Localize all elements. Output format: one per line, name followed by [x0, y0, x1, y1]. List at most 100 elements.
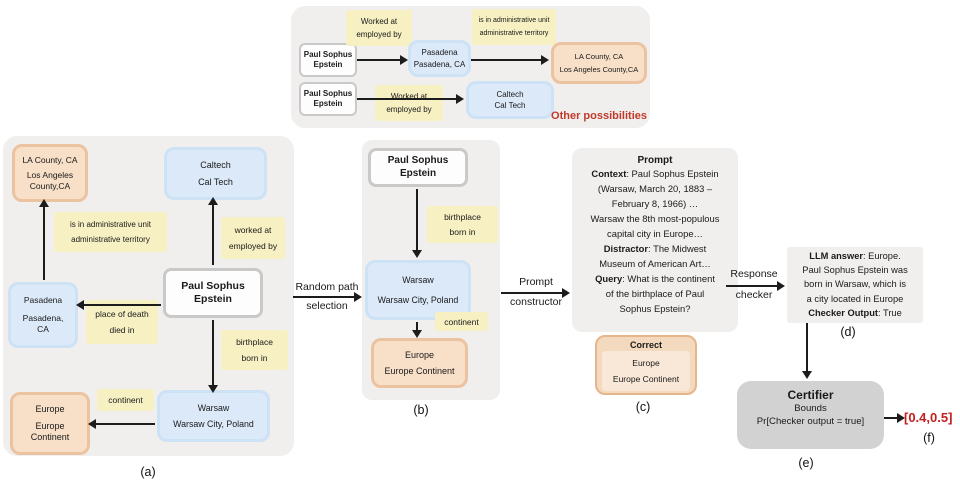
- llm-line-text: a city located in Europe: [806, 293, 904, 304]
- certifier-line-text: Pr[Checker output = true]: [756, 416, 865, 427]
- edge-label-line: birthplace: [444, 212, 481, 223]
- caption-panel-a: (a): [126, 465, 170, 479]
- node-la-county-top: LA County, CA Los Angeles County,CA: [551, 42, 647, 84]
- edge-label-birthplace-a: birthplace born in: [221, 330, 288, 370]
- node-label-line: Europe: [35, 420, 65, 431]
- arrow-c-to-d-icon: [726, 281, 785, 291]
- prompt-line-text: (Warsaw, March 20, 1883 –: [597, 183, 713, 194]
- prompt-line: Sophus Epstein?: [572, 301, 738, 316]
- prompt-constructor-label2: constructor: [503, 296, 569, 308]
- edge-label-line: is in administrative unit: [478, 17, 550, 24]
- edge-label-line: born in: [241, 352, 268, 363]
- node-label: Pasadena,CA: [23, 313, 64, 334]
- caption-text: (f): [923, 431, 935, 445]
- node-label: Paul Sophus: [181, 279, 245, 292]
- edge-label-admin-unit-a: is in administrative unit administrative…: [54, 212, 167, 252]
- arrow-epstein-to-warsaw-a-icon: [208, 320, 218, 393]
- edge-label-worked-at-top2: Worked at employed by: [375, 85, 443, 121]
- certifier-title: Certifier: [737, 381, 884, 402]
- arrow-epstein-to-caltech-icon: [357, 94, 464, 104]
- node-label: Epstein: [313, 60, 343, 69]
- prompt-line-text: : What is the continent: [622, 273, 715, 284]
- certifier-bounds-label: Bounds: [737, 402, 884, 415]
- edge-label-line: died in: [109, 325, 135, 336]
- caption-panel-f: (f): [907, 431, 951, 445]
- edge-label-line: Worked at: [390, 91, 428, 101]
- llm-answer-line: a city located in Europe: [787, 292, 923, 306]
- prompt-line: Warsaw the 8th most-populous: [572, 211, 738, 226]
- node-label: Warsaw City, Poland: [173, 419, 254, 430]
- caption-text: (c): [635, 400, 651, 414]
- node-label-line: County,CA: [29, 180, 71, 191]
- node-label: Epstein: [194, 293, 232, 305]
- node-label: Cal Tech: [494, 101, 526, 111]
- node-paul-sophus-epstein-b: Paul Sophus Epstein: [368, 148, 468, 187]
- random-path-selection-label2: selection: [290, 300, 364, 312]
- prompt-line: Context: Paul Sophus Epstein: [572, 166, 738, 181]
- edge-label-line: place of death: [95, 308, 149, 319]
- node-label: Warsaw: [197, 402, 230, 413]
- node-label: Europe: [35, 403, 65, 414]
- edge-label-admin-unit-top: is in administrative unit administrative…: [472, 9, 556, 45]
- prompt-line-text: : Paul Sophus Epstein: [626, 168, 719, 179]
- edge-label-line: worked at: [234, 225, 272, 235]
- edge-label-line: employed by: [356, 30, 402, 40]
- prompt-line: capital city in Europe…: [572, 226, 738, 241]
- edge-label-line: employed by: [386, 105, 432, 115]
- title-text: Certifier: [787, 388, 834, 402]
- edge-label-line: continent: [108, 395, 143, 405]
- node-caltech-a: Caltech Cal Tech: [164, 147, 267, 200]
- node-label-line: Continent: [30, 432, 70, 442]
- llm-answer-box: LLM answer: Europe. Paul Sophus Epstein …: [787, 247, 923, 323]
- prompt-line: Query: What is the continent: [572, 271, 738, 286]
- node-label: Epstein: [399, 167, 437, 179]
- prompt-line-bold: Context: [591, 168, 627, 179]
- prompt-line-bold: Distractor: [603, 243, 649, 254]
- flow-label-line: checker: [735, 289, 773, 301]
- node-label: Pasadena: [421, 48, 458, 58]
- node-label-line: Los Angeles: [26, 170, 74, 181]
- node-label: Paul Sophus: [387, 155, 449, 166]
- certifier-probability-label: Pr[Checker output = true]: [737, 415, 884, 428]
- caption-panel-b: (b): [399, 403, 443, 417]
- other-possibilities-caption: Other possibilities: [535, 110, 647, 122]
- llm-line-bold: Checker Output: [808, 307, 878, 318]
- arrow-d-to-e-icon: [802, 323, 812, 379]
- llm-line-text: : Europe.: [863, 251, 901, 261]
- caption-text: (d): [840, 325, 856, 339]
- edge-label-place-of-death-a: place of death died in: [86, 300, 158, 344]
- node-warsaw-b: Warsaw Warsaw City, Poland: [365, 260, 471, 320]
- node-label: Pasadena, CA: [413, 59, 466, 69]
- llm-line-text: born in Warsaw, which is: [804, 279, 906, 290]
- bounds-output-value: [0.4,0.5]: [904, 410, 952, 425]
- response-checker-label: Response: [723, 268, 785, 280]
- node-paul-sophus-epstein-top2: Paul Sophus Epstein: [299, 82, 357, 116]
- edge-label-line: Worked at: [360, 16, 398, 26]
- prompt-line: Museum of American Art…: [572, 256, 738, 271]
- edge-label-line: is in administrative unit: [70, 220, 151, 229]
- llm-line-text: Paul Sophus Epstein was: [802, 265, 908, 276]
- flow-label-line: Prompt: [519, 276, 553, 288]
- node-warsaw-a: Warsaw Warsaw City, Poland: [157, 390, 270, 442]
- node-label: Caltech: [200, 160, 231, 170]
- edge-label-worked-at-top1: Worked at employed by: [346, 10, 412, 46]
- prompt-line-text: Museum of American Art…: [599, 258, 711, 269]
- response-checker-label2: checker: [723, 289, 785, 301]
- node-label: Warsaw City, Poland: [377, 294, 459, 305]
- arrow-b-to-c-icon: [501, 288, 570, 298]
- prompt-line-bold: Query: [595, 273, 623, 284]
- arrow-a-to-b-icon: [293, 292, 362, 302]
- edge-label-line: administrative territory: [479, 30, 549, 37]
- edge-label-worked-at-a: worked at employed by: [221, 217, 285, 259]
- node-label: LA County, CA: [22, 154, 78, 165]
- llm-answer-line: LLM answer: Europe.: [787, 249, 923, 263]
- node-label: Europe: [404, 350, 435, 360]
- arrow-epstein-to-pasadena-a-icon: [76, 300, 161, 310]
- llm-answer-line: Checker Output: True: [787, 306, 923, 320]
- node-pasadena-a: Pasadena Pasadena,CA: [8, 282, 78, 348]
- edge-label-continent-a: continent: [97, 389, 154, 411]
